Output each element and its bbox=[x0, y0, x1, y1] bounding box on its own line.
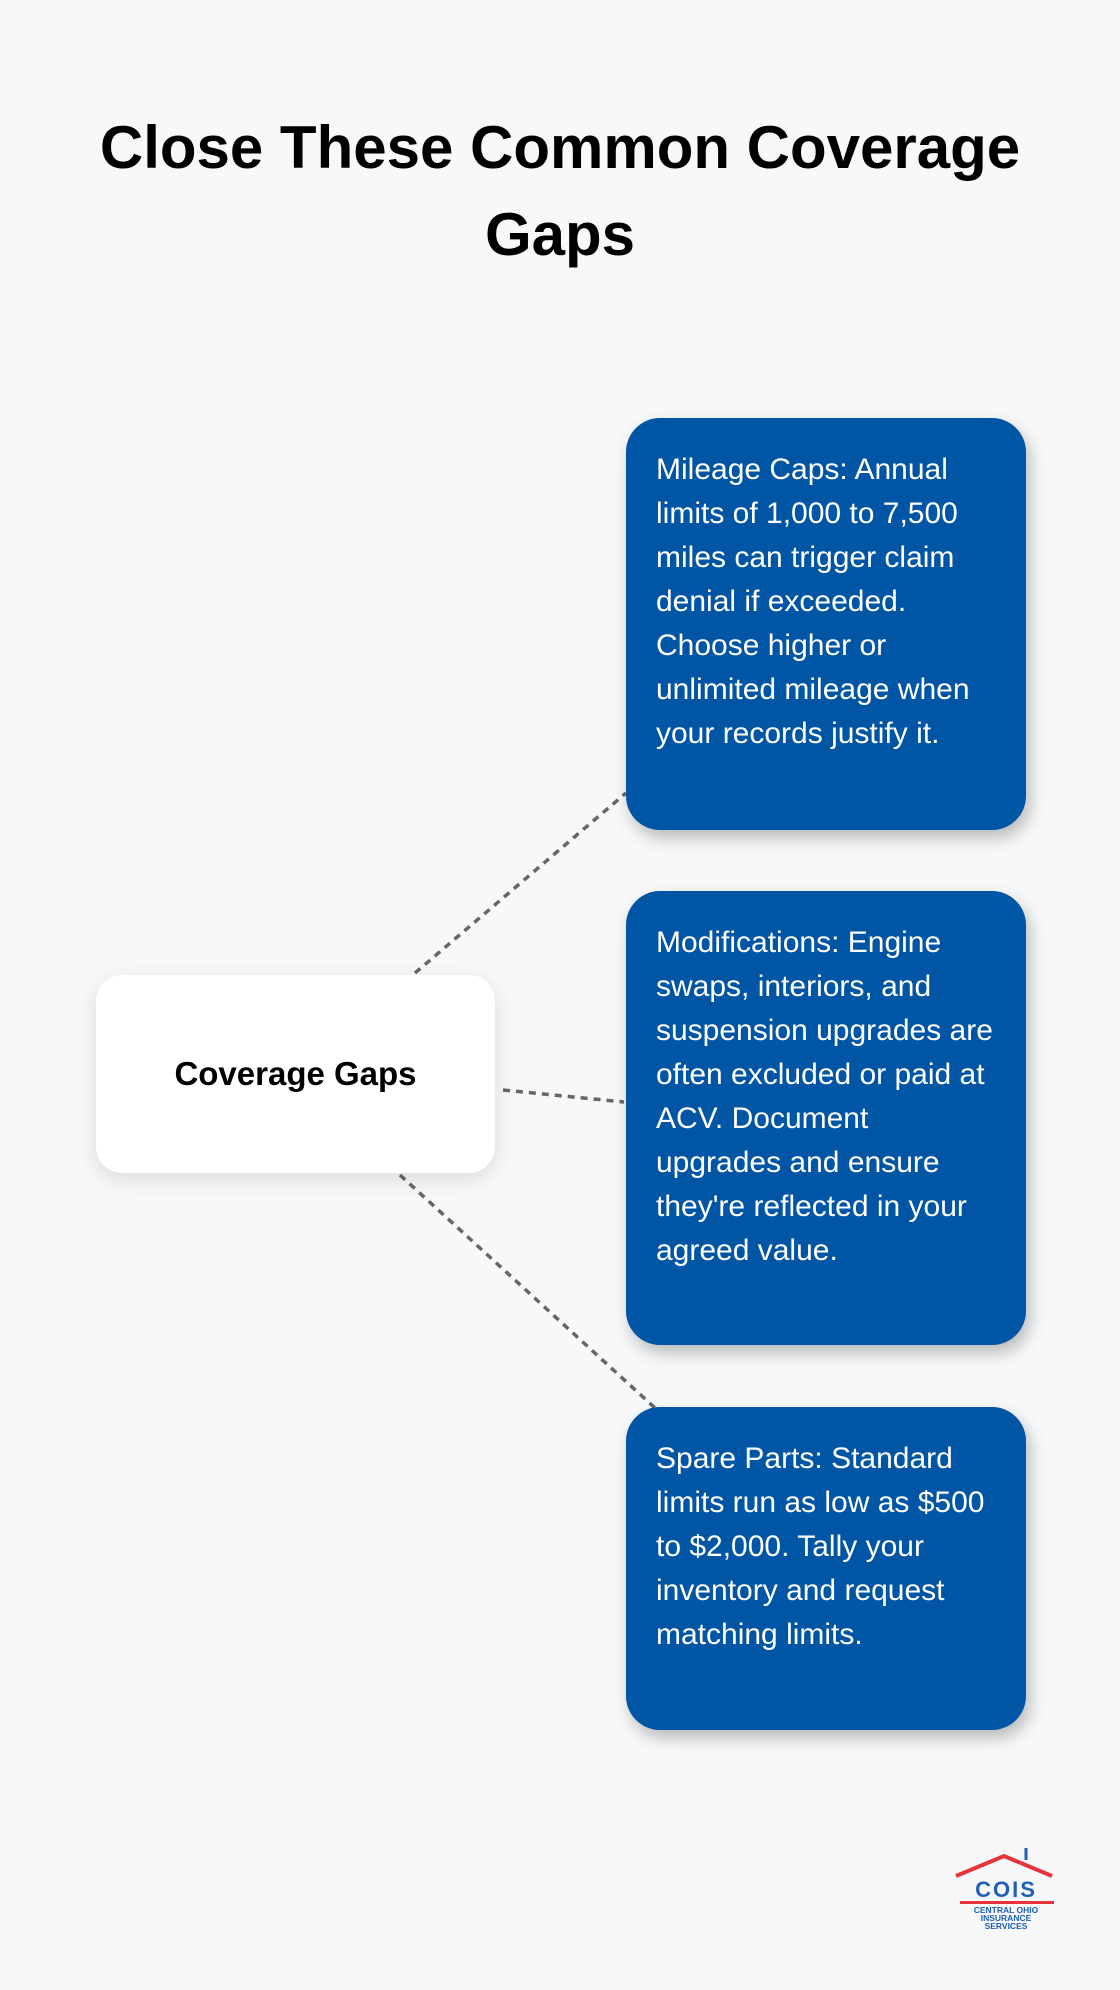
card-modifications: Modifications: Engine swaps, interiors, … bbox=[626, 891, 1026, 1345]
card-spare-parts: Spare Parts: Standard limits run as low … bbox=[626, 1407, 1026, 1730]
cois-logo: COIS CENTRAL OHIO INSURANCE SERVICES bbox=[948, 1848, 1066, 1932]
svg-text:INSURANCE: INSURANCE bbox=[981, 1913, 1032, 1923]
center-node: Coverage Gaps bbox=[96, 975, 495, 1173]
connector-spare-parts bbox=[398, 1173, 657, 1410]
page-title: Close These Common Coverage Gaps bbox=[99, 114, 1021, 268]
connector-mileage bbox=[413, 791, 628, 975]
connector-modifications bbox=[502, 1088, 625, 1104]
svg-text:SERVICES: SERVICES bbox=[985, 1921, 1028, 1931]
svg-text:COIS: COIS bbox=[975, 1877, 1037, 1902]
card-mileage-caps: Mileage Caps: Annual limits of 1,000 to … bbox=[626, 418, 1026, 830]
svg-text:CENTRAL OHIO: CENTRAL OHIO bbox=[974, 1905, 1039, 1915]
